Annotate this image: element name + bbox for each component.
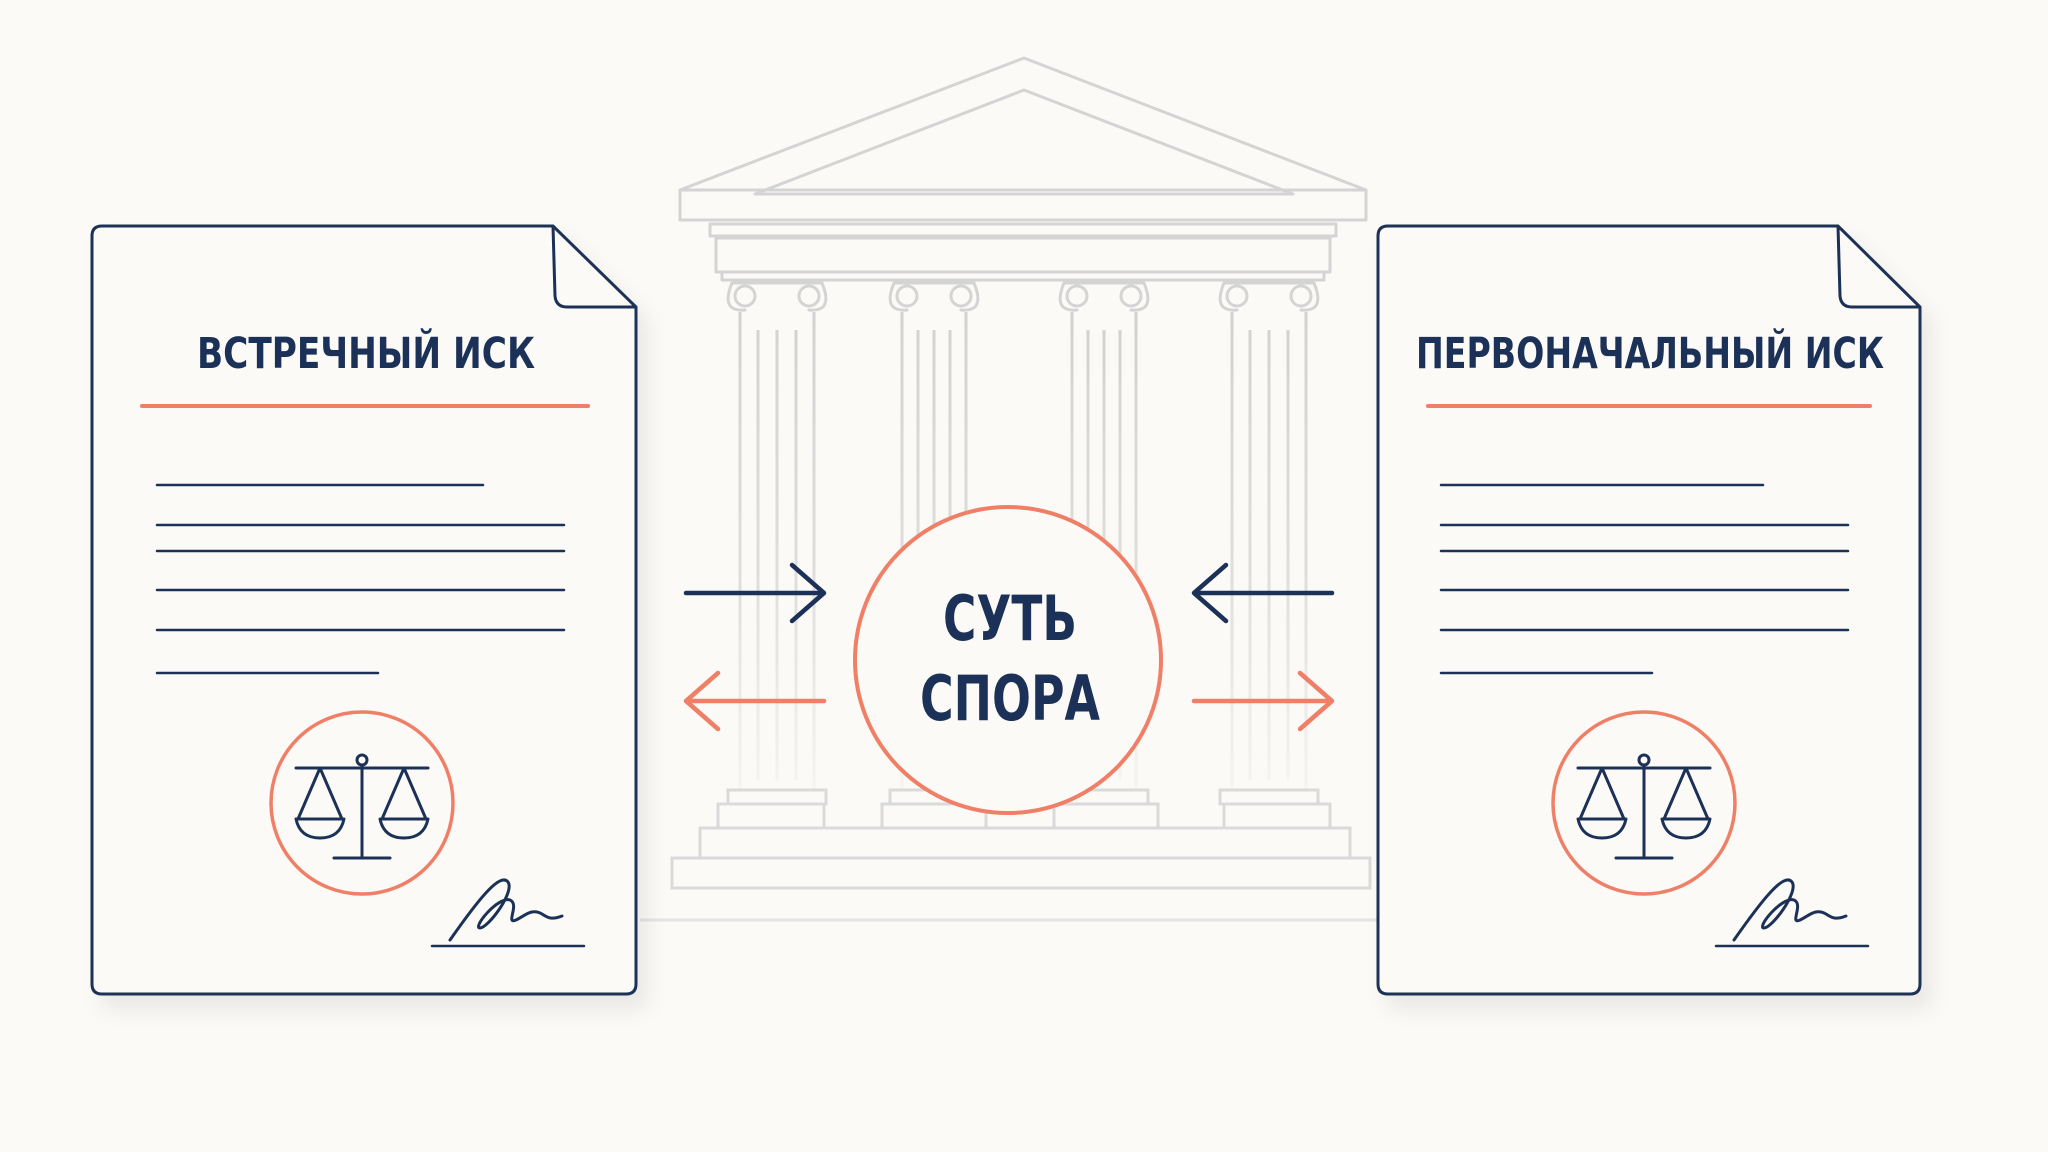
arrow-left-coral: [683, 670, 827, 732]
text-lines: [1439, 483, 1850, 675]
core-dispute-circle: СУТЬ СПОРА: [853, 505, 1163, 815]
scales-of-justice-icon: [269, 710, 455, 896]
document-counterclaim: ВСТРЕЧНЫЙ ИСК: [90, 224, 638, 996]
courthouse-icon: [678, 56, 1368, 312]
document-sheet: [90, 224, 638, 996]
arrow-right-navy: [683, 562, 827, 624]
center-label-line2: СПОРА: [920, 662, 1100, 735]
page-fold-icon: [551, 225, 636, 309]
column-capitals: [726, 281, 1320, 312]
document-sheet: [1376, 224, 1922, 996]
signature-mark: [1714, 878, 1870, 948]
arrows: [683, 562, 1335, 732]
document-title: ВСТРЕЧНЫЙ ИСК: [197, 328, 535, 379]
document-original-claim: ПЕРВОНАЧАЛЬНЫЙ ИСК: [1376, 224, 1922, 996]
arrow-right-coral: [1191, 670, 1335, 732]
page-fold-icon: [1836, 225, 1920, 309]
signature-mark: [430, 878, 586, 948]
center-label-line1: СУТЬ: [943, 582, 1077, 655]
scales-of-justice-icon: [1551, 710, 1737, 896]
arrow-left-navy: [1191, 562, 1335, 624]
document-title: ПЕРВОНАЧАЛЬНЫЙ ИСК: [1416, 328, 1884, 379]
text-lines: [155, 483, 566, 675]
